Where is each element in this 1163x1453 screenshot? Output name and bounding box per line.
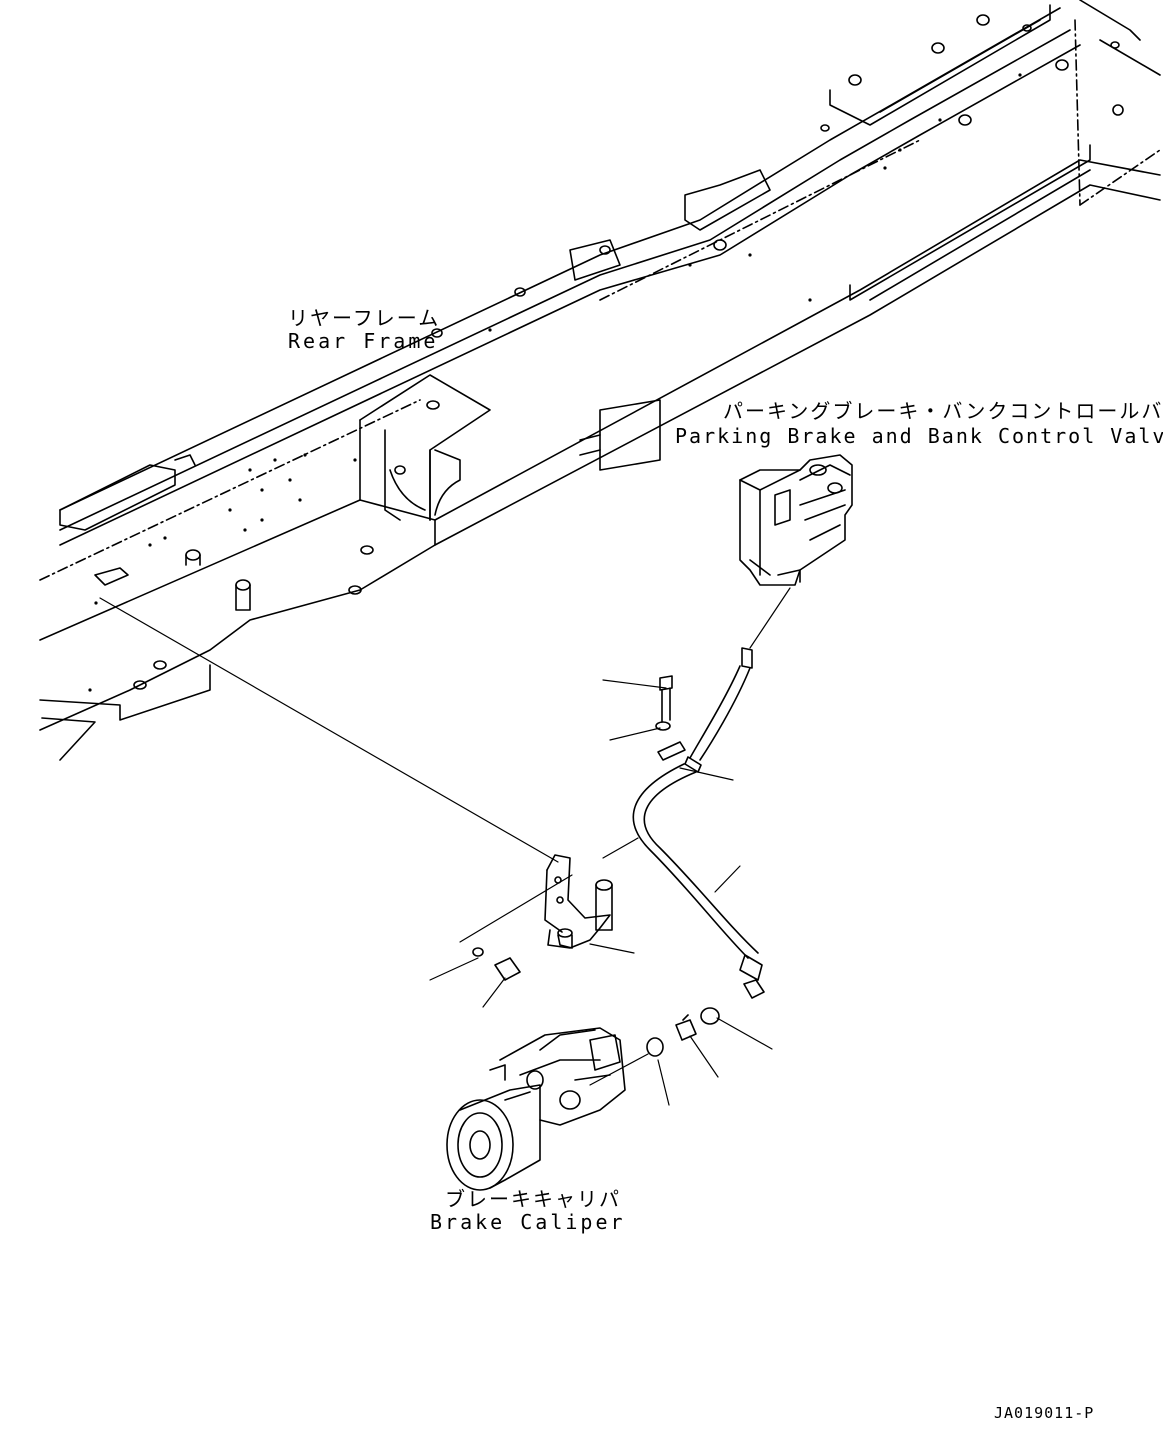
drawing-code: JA019011-P	[994, 1404, 1095, 1422]
valve-label-jp: パーキングブレーキ・バンクコントロールバルブ	[723, 399, 1163, 423]
rear-frame	[39, 0, 1161, 761]
brake-caliper	[446, 1027, 626, 1191]
valve-label-en: Parking Brake and Bank Control Valve	[675, 424, 1163, 448]
caliper-label-en: Brake Caliper	[430, 1210, 626, 1234]
brake-hose	[632, 647, 765, 1025]
leader-lines	[99, 587, 791, 1106]
parking-brake-valve	[739, 454, 853, 586]
rear-frame-label-en: Rear Frame	[288, 329, 439, 353]
caliper-label-jp: ブレーキキャリパ	[445, 1187, 621, 1211]
rear-frame-label-jp: リヤーフレーム	[288, 306, 441, 330]
clamp-bracket	[472, 675, 686, 981]
hose-fittings	[646, 1014, 697, 1057]
rivet-dots	[88, 73, 1022, 692]
